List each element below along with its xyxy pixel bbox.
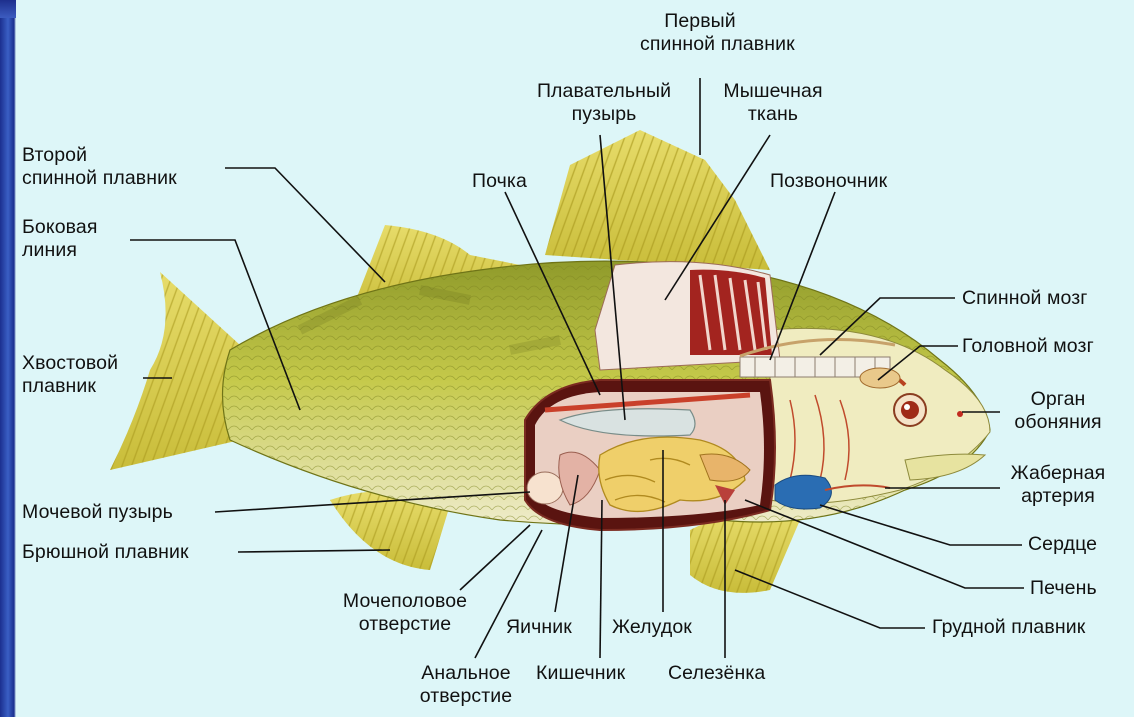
label-muscle-tissue: Мышечная ткань bbox=[708, 80, 838, 126]
label-text: пузырь bbox=[514, 103, 694, 126]
muscle-tissue bbox=[595, 262, 780, 370]
label-anal-opening: Анальное отверстие bbox=[404, 662, 528, 708]
label-text: ткань bbox=[708, 103, 838, 126]
urinary-bladder bbox=[527, 472, 563, 504]
label-gill-artery: Жаберная артерия bbox=[1002, 462, 1114, 508]
label-text: Второй bbox=[22, 144, 177, 167]
label-first-dorsal-fin: Первый спинной плавник bbox=[640, 10, 760, 56]
label-text: Хвостовой bbox=[22, 352, 118, 375]
label-heart: Сердце bbox=[1028, 533, 1097, 556]
label-urinary-bladder: Мочевой пузырь bbox=[22, 501, 173, 524]
label-text: Плавательный bbox=[514, 80, 694, 103]
label-text: Орган bbox=[1002, 388, 1114, 411]
label-text: обоняния bbox=[1002, 411, 1114, 434]
label-ventral-fin: Брюшной плавник bbox=[22, 541, 189, 564]
leader-second-dorsal bbox=[225, 168, 385, 282]
label-tail-fin: Хвостовой плавник bbox=[22, 352, 118, 398]
first-dorsal-fin bbox=[545, 130, 770, 270]
label-text: линия bbox=[22, 239, 97, 262]
label-brain: Головной мозг bbox=[962, 335, 1094, 358]
leader-urogenital bbox=[460, 525, 530, 590]
tail-fin bbox=[110, 272, 240, 470]
label-olfactory-organ: Орган обоняния bbox=[1002, 388, 1114, 434]
label-spleen: Селезёнка bbox=[668, 662, 765, 685]
label-liver: Печень bbox=[1030, 577, 1097, 600]
leader-ventral-fin bbox=[238, 550, 390, 552]
label-swim-bladder: Плавательный пузырь bbox=[514, 80, 694, 126]
label-ovary: Яичник bbox=[506, 616, 572, 639]
label-pectoral-fin: Грудной плавник bbox=[932, 616, 1085, 639]
leader-heart bbox=[820, 505, 1022, 545]
label-lateral-line: Боковая линия bbox=[22, 216, 97, 262]
label-text: спинной плавник bbox=[640, 33, 760, 56]
label-text: Анальное bbox=[404, 662, 528, 685]
label-text: спинной плавник bbox=[22, 167, 177, 190]
label-text: Мочеполовое bbox=[326, 590, 484, 613]
label-text: Боковая bbox=[22, 216, 97, 239]
label-second-dorsal-fin: Второй спинной плавник bbox=[22, 144, 177, 190]
label-spine: Позвоночник bbox=[770, 170, 887, 193]
label-text: отверстие bbox=[404, 685, 528, 708]
label-intestine: Кишечник bbox=[536, 662, 625, 685]
label-spinal-cord: Спинной мозг bbox=[962, 287, 1088, 310]
label-kidney: Почка bbox=[472, 170, 527, 193]
heart bbox=[775, 475, 831, 509]
label-text: артерия bbox=[1002, 485, 1114, 508]
label-text: Мышечная bbox=[708, 80, 838, 103]
label-urogenital-opening: Мочеполовое отверстие bbox=[326, 590, 484, 636]
label-text: Жаберная bbox=[1002, 462, 1114, 485]
label-text: отверстие bbox=[326, 613, 484, 636]
label-text: плавник bbox=[22, 375, 118, 398]
label-stomach: Желудок bbox=[612, 616, 692, 639]
label-text: Первый bbox=[640, 10, 760, 33]
